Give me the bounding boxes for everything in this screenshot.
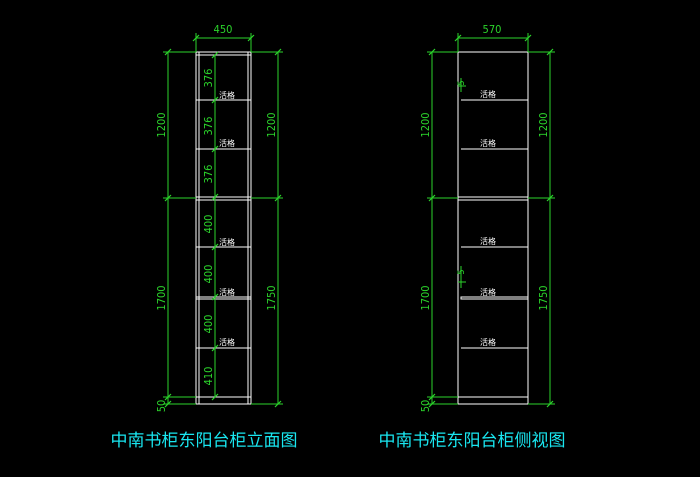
- front-shelf-label: 活格: [219, 337, 235, 347]
- front-cabinet-outline: [195, 51, 252, 405]
- front-inner-tick: [211, 293, 219, 301]
- front-shelf-dim: 410: [202, 367, 215, 386]
- side-left-tick: [428, 393, 436, 401]
- front-fixed-divider: [195, 196, 252, 201]
- side-view: 570 1200 1700 50 1200 1750 5 5 活格 活格: [379, 23, 566, 451]
- front-right-tick: [274, 400, 282, 408]
- front-view-title: 中南书柜东阳台柜立面图: [111, 431, 298, 451]
- side-left-tick: [428, 400, 436, 408]
- side-shelf: [460, 296, 529, 300]
- front-inner-tick: [211, 145, 219, 153]
- side-right-tick: [546, 400, 554, 408]
- side-cabinet-outline: [457, 51, 529, 405]
- side-upper-right-dim: 1200: [537, 112, 550, 137]
- front-right-tick: [274, 48, 282, 56]
- front-right-tick: [274, 194, 282, 202]
- side-upper-left-dim: 1200: [419, 112, 432, 137]
- side-width-dim: 570: [483, 23, 502, 36]
- side-small-dim: 5: [457, 269, 467, 274]
- side-left-tick: [428, 194, 436, 202]
- front-left-tick: [164, 393, 172, 401]
- front-shelf-dim: 400: [202, 215, 215, 234]
- front-left-tick: [164, 400, 172, 408]
- side-width-tick: [454, 34, 462, 42]
- front-shelf-dim: 376: [202, 69, 215, 88]
- front-view: 450 1200 1700 50 1200 1750 376: [111, 23, 298, 451]
- front-shelf-dim: 400: [202, 265, 215, 284]
- front-width-tick: [192, 34, 200, 42]
- front-shelf-label: 活格: [219, 138, 235, 148]
- front-inner-tick: [211, 193, 219, 201]
- side-small-dim: 5: [457, 80, 467, 85]
- side-shelf-label: 活格: [480, 138, 496, 148]
- side-fixed-divider: [457, 196, 529, 201]
- front-shelf-dim: 376: [202, 165, 215, 184]
- front-shelf: [195, 296, 252, 300]
- front-width-dim: 450: [214, 23, 233, 36]
- front-shelf-dim: 376: [202, 117, 215, 136]
- side-width-tick: [524, 34, 532, 42]
- side-shelf-label: 活格: [480, 337, 496, 347]
- front-shelf-label: 活格: [219, 287, 235, 297]
- front-width-tick: [247, 34, 255, 42]
- front-shelf-label: 活格: [219, 90, 235, 100]
- side-right-tick: [546, 48, 554, 56]
- front-inner-tick: [211, 96, 219, 104]
- front-left-tick: [164, 48, 172, 56]
- side-base-dim: 50: [419, 400, 432, 413]
- side-right-tick: [546, 194, 554, 202]
- side-lower-left-dim: 1700: [419, 285, 432, 310]
- side-left-tick: [428, 48, 436, 56]
- front-lower-left-dim: 1700: [155, 285, 168, 310]
- front-upper-right-dim: 1200: [265, 112, 278, 137]
- front-shelf-label: 活格: [219, 237, 235, 247]
- front-inner-tick: [211, 393, 219, 401]
- front-inner-tick: [211, 51, 219, 59]
- side-view-title: 中南书柜东阳台柜侧视图: [379, 431, 566, 451]
- front-inner-tick: [211, 243, 219, 251]
- side-lower-right-dim: 1750: [537, 285, 550, 310]
- front-base-dim: 50: [155, 400, 168, 413]
- front-lower-right-dim: 1750: [265, 285, 278, 310]
- front-upper-left-dim: 1200: [155, 112, 168, 137]
- front-left-tick: [164, 194, 172, 202]
- side-shelf-label: 活格: [480, 236, 496, 246]
- front-shelf-dim: 400: [202, 315, 215, 334]
- side-shelf-label: 活格: [480, 287, 496, 297]
- front-inner-tick: [211, 344, 219, 352]
- side-shelf-label: 活格: [480, 89, 496, 99]
